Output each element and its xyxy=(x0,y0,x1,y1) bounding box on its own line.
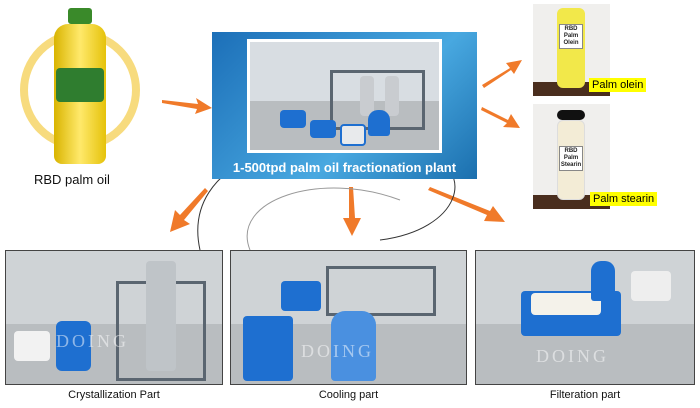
arrow-to-stearin xyxy=(481,107,520,128)
arrow-to-filtration xyxy=(428,187,505,222)
plant-title: 1-500tpd palm oil fractionation plant xyxy=(232,160,457,175)
crystallization-label: Crystallization Part xyxy=(68,389,160,401)
palm-oil-bottle-image xyxy=(40,8,120,168)
filtration-label: Filteration part xyxy=(549,389,621,401)
filtration-image: DOING xyxy=(475,250,695,385)
source-label: RBD palm oil xyxy=(34,172,110,187)
arrow-to-plant xyxy=(162,98,212,114)
arrow-to-crystallization xyxy=(170,188,208,232)
cooling-label: Cooling part xyxy=(318,389,379,401)
watermark: DOING xyxy=(56,331,129,351)
arrow-to-olein xyxy=(482,60,522,88)
stearin-jar-label: RBD Palm Stearin xyxy=(559,146,583,171)
plant-panel: 1-500tpd palm oil fractionation plant xyxy=(212,32,477,179)
watermark: DOING xyxy=(536,346,609,366)
arrow-to-cooling xyxy=(343,187,361,236)
watermark: DOING xyxy=(301,341,374,361)
palm-stearin-image: RBD Palm Stearin xyxy=(533,104,610,209)
cooling-image: DOING xyxy=(230,250,467,385)
palm-stearin-label: Palm stearin xyxy=(590,192,658,206)
olein-jar-label: RBD Palm Olein xyxy=(559,24,583,49)
plant-image xyxy=(247,39,442,153)
crystallization-image: DOING xyxy=(5,250,223,385)
palm-olein-label: Palm olein xyxy=(589,78,647,92)
